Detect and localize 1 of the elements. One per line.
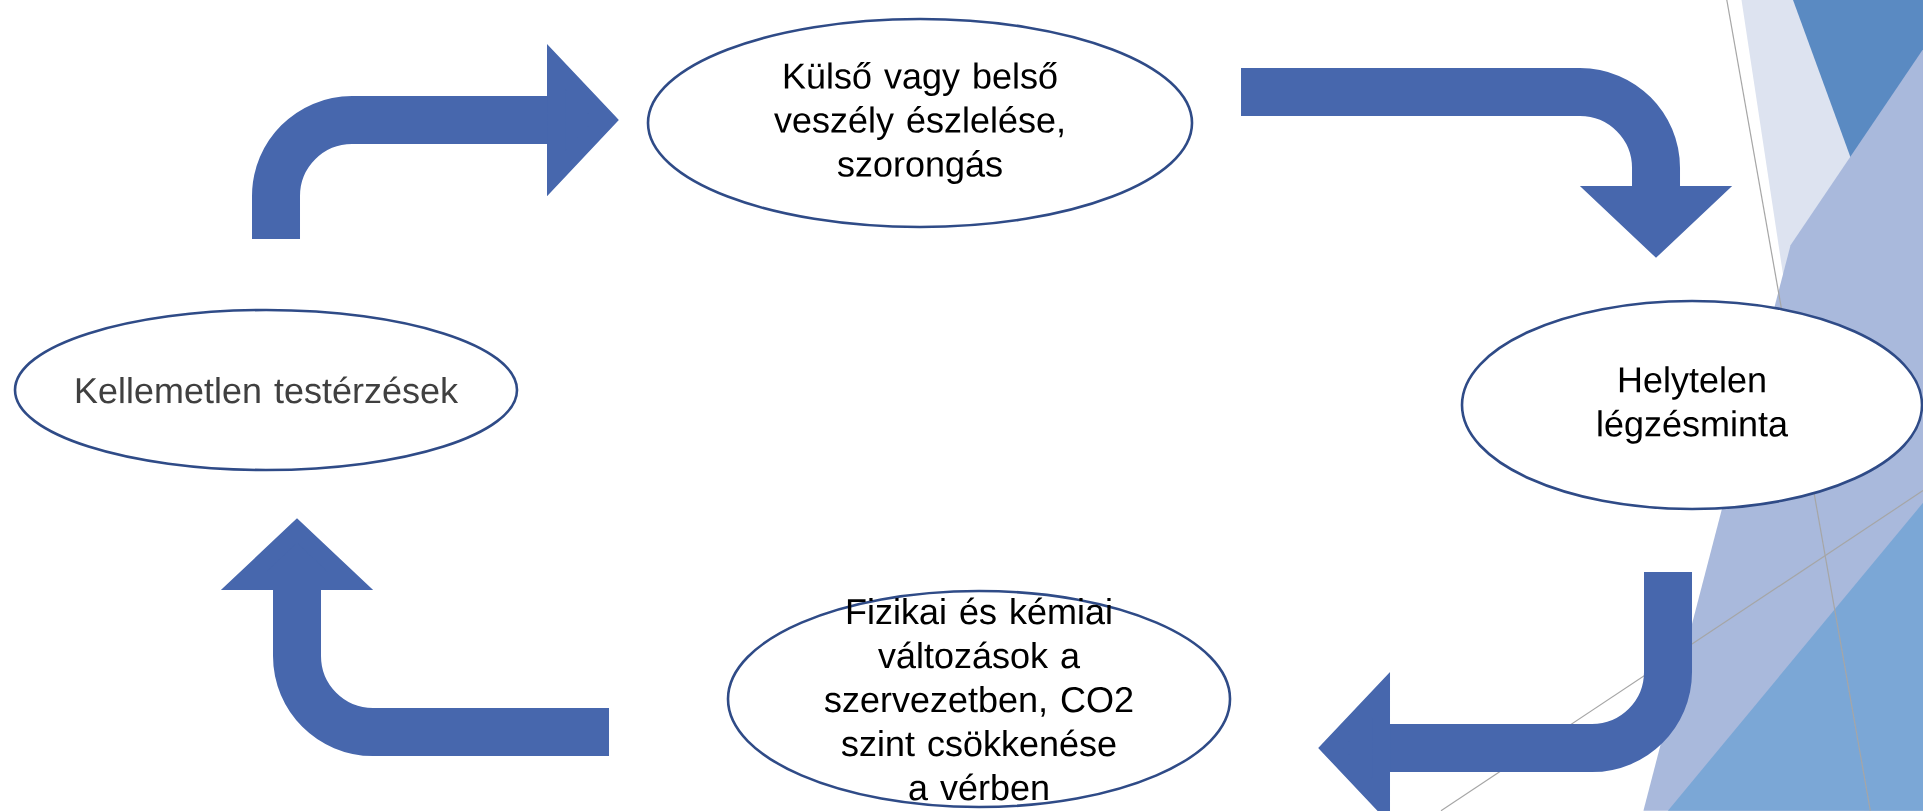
node-label: Helytelen légzésminta xyxy=(1598,366,1789,444)
